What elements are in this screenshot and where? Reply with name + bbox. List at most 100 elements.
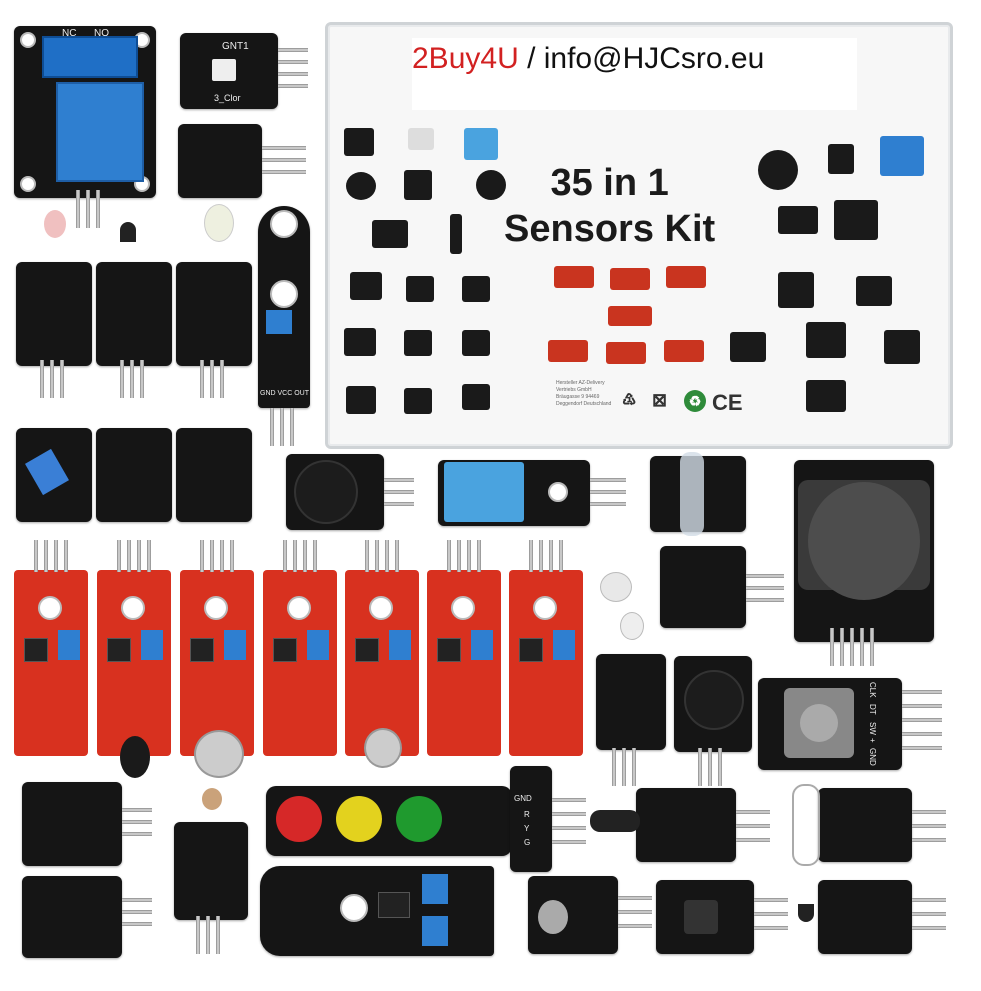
hall-magnetic-module bbox=[818, 880, 912, 954]
traffic-r-label: R bbox=[524, 810, 530, 819]
relay-no-label: NO bbox=[94, 28, 109, 39]
green-light bbox=[396, 796, 442, 842]
contact-email[interactable]: info@HJCsro.eu bbox=[543, 42, 765, 75]
potentiometer bbox=[224, 630, 246, 660]
mini-module bbox=[462, 384, 490, 410]
mini-module bbox=[346, 172, 376, 200]
potentiometer bbox=[553, 630, 575, 660]
rgb-led-module: GNT1 3_Clor bbox=[180, 33, 278, 109]
pin bbox=[122, 820, 152, 824]
mount-hole bbox=[270, 210, 298, 238]
dht-sensor bbox=[444, 462, 524, 522]
mini-module bbox=[806, 322, 846, 358]
potentiometer bbox=[307, 630, 329, 660]
pin bbox=[754, 926, 788, 930]
pin bbox=[754, 912, 788, 916]
tilt-module bbox=[16, 428, 92, 522]
red-sensor-board bbox=[263, 570, 337, 756]
pins bbox=[283, 540, 317, 572]
pp-recycle-icon: ♳ bbox=[622, 392, 637, 409]
pin bbox=[746, 574, 784, 578]
pin bbox=[912, 926, 946, 930]
mini-module bbox=[404, 330, 432, 356]
mini-module bbox=[346, 386, 376, 414]
mini-module bbox=[856, 276, 892, 306]
pin bbox=[384, 502, 414, 506]
relay-nc-label: NC bbox=[62, 28, 77, 39]
red-sensor-board bbox=[345, 570, 419, 756]
ic-chip bbox=[355, 638, 379, 662]
rotary-encoder-module: CLK DT SW + GND bbox=[758, 678, 902, 770]
mini-module bbox=[548, 340, 588, 362]
pin bbox=[618, 924, 652, 928]
photoresistor-module bbox=[174, 822, 248, 920]
pin bbox=[736, 824, 770, 828]
header-banner: 2Buy4U / info@HJCsro.eu bbox=[412, 42, 764, 76]
mount-hole bbox=[340, 894, 368, 922]
analog-sensor-module bbox=[528, 876, 618, 954]
pin bbox=[122, 910, 152, 914]
pin bbox=[278, 72, 308, 76]
mini-module bbox=[666, 266, 706, 288]
hall-sensor bbox=[798, 904, 814, 922]
pins bbox=[698, 748, 722, 786]
pins bbox=[120, 360, 144, 398]
ic-chip bbox=[190, 638, 214, 662]
led bbox=[600, 572, 632, 602]
joystick-cap bbox=[808, 482, 920, 600]
tilt-switch bbox=[25, 448, 69, 496]
pin bbox=[122, 922, 152, 926]
ic-chip bbox=[519, 638, 543, 662]
pin bbox=[552, 826, 586, 830]
mini-module bbox=[778, 206, 818, 234]
pins bbox=[200, 360, 224, 398]
pin bbox=[552, 798, 586, 802]
pins bbox=[40, 360, 64, 398]
led bbox=[204, 204, 234, 242]
pins bbox=[117, 540, 151, 572]
pin bbox=[736, 810, 770, 814]
encoder-knob bbox=[800, 704, 838, 742]
ic-chip bbox=[107, 638, 131, 662]
led bbox=[44, 210, 66, 238]
pin bbox=[902, 690, 942, 694]
potentiometer bbox=[422, 916, 448, 946]
line-tracker-module: GND VCC OUT bbox=[258, 206, 310, 408]
pin bbox=[618, 910, 652, 914]
pin bbox=[384, 478, 414, 482]
rgb-gnd-label: GNT1 bbox=[222, 41, 249, 52]
mini-module bbox=[350, 272, 382, 300]
button-module bbox=[656, 880, 754, 954]
pin bbox=[278, 84, 308, 88]
pin bbox=[590, 490, 626, 494]
tracker-pin-labels: GND VCC OUT bbox=[260, 390, 309, 397]
mount-hole bbox=[270, 280, 298, 308]
recycle-icon: ♻ bbox=[684, 390, 706, 412]
ir-receiver-module bbox=[596, 654, 666, 750]
mini-module bbox=[664, 340, 704, 362]
header-separator: / bbox=[518, 42, 544, 75]
mount-hole bbox=[20, 32, 36, 48]
traffic-g-label: G bbox=[524, 838, 531, 847]
traffic-gnd-label: GND bbox=[514, 794, 532, 803]
pin bbox=[736, 838, 770, 842]
traffic-light-tab: GND R Y G bbox=[510, 766, 552, 872]
buzzer bbox=[294, 460, 358, 524]
passive-buzzer-module bbox=[674, 656, 752, 752]
microphone bbox=[364, 728, 402, 768]
pin bbox=[552, 840, 586, 844]
mini-module bbox=[344, 328, 376, 356]
pin bbox=[902, 746, 942, 750]
pin bbox=[262, 146, 306, 150]
mount-hole bbox=[121, 596, 145, 620]
pins bbox=[447, 540, 481, 572]
kit-title: 35 in 1 Sensors Kit bbox=[504, 160, 715, 252]
pin bbox=[912, 838, 946, 842]
dht11-module bbox=[438, 460, 590, 526]
relay-module: NC NO bbox=[14, 26, 156, 198]
pin bbox=[912, 824, 946, 828]
infrared-led-module bbox=[660, 546, 746, 628]
mini-module bbox=[730, 332, 766, 362]
header-banner-bg bbox=[412, 38, 857, 110]
traffic-light-module bbox=[266, 786, 512, 856]
